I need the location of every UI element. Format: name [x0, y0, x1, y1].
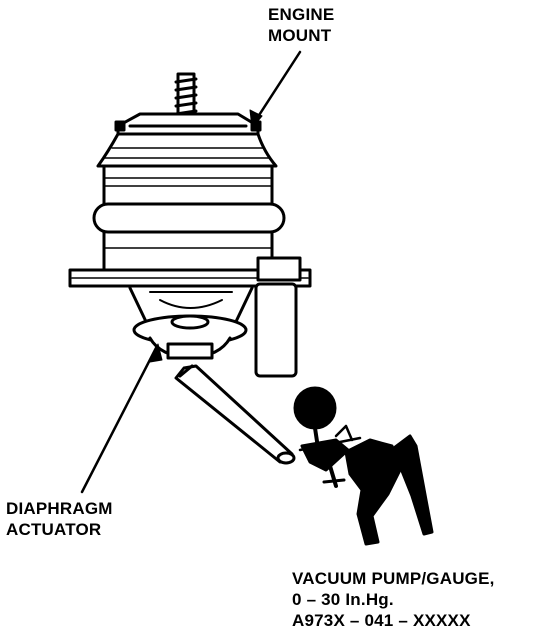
vacuum-hose	[174, 364, 296, 465]
mount-upper-bell	[96, 132, 278, 168]
mount-side-cylinder	[254, 282, 298, 378]
leader-lines	[80, 50, 302, 494]
engine-mount-arrowhead	[249, 109, 263, 129]
diaphragm-actuator-label: DIAPHRAGM ACTUATOR	[6, 498, 113, 540]
vacuum-pump-label-line-1: VACUUM PUMP/GAUGE,	[292, 569, 495, 588]
diaphragm-actuator-label-line-1: DIAPHRAGM	[6, 499, 113, 518]
vacuum-gauge-dial	[293, 386, 337, 430]
diaphragm-actuator-label-line-2: ACTUATOR	[6, 520, 102, 539]
mount-side-bracket	[256, 256, 302, 282]
vacuum-pump-gauge	[293, 386, 434, 546]
diaphragm-actuator-arrowhead	[149, 343, 163, 363]
diaphragm-actuator-leader	[80, 346, 158, 494]
mount-stud	[174, 72, 198, 122]
vacuum-pump-label: VACUUM PUMP/GAUGE, 0 – 30 In.Hg. A973X –…	[292, 568, 495, 631]
engine-mount-label-line-1: ENGINE	[268, 5, 335, 24]
vacuum-pump-handle	[392, 434, 434, 536]
engine-mount-label: ENGINE MOUNT	[268, 4, 334, 46]
mount-rubber-ring	[92, 202, 286, 234]
engine-mount	[68, 72, 312, 378]
vacuum-pump-label-line-3: A973X – 041 – XXXXX	[292, 611, 471, 630]
mount-top-flange	[116, 112, 260, 136]
engine-mount-leader	[250, 50, 302, 128]
vacuum-pump-body	[344, 438, 402, 546]
vacuum-pump-label-line-2: 0 – 30 In.Hg.	[292, 590, 394, 609]
engine-mount-label-line-2: MOUNT	[268, 26, 332, 45]
